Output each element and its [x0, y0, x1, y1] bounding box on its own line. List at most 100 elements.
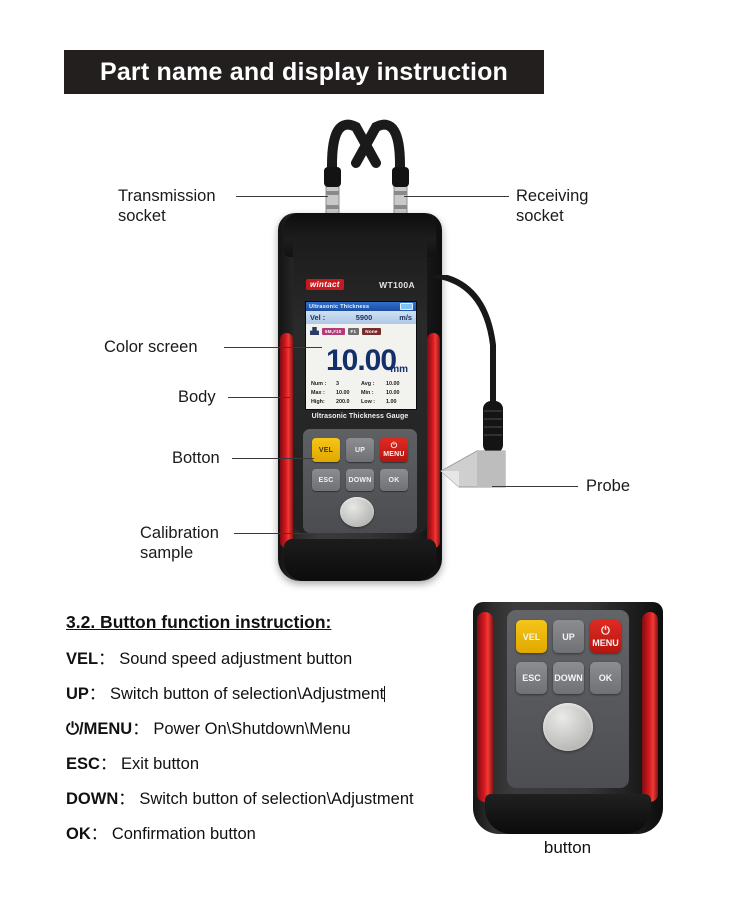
closeup-key-esc[interactable]: ESC: [516, 662, 547, 694]
device-grip-left: [280, 333, 293, 548]
stat-max: Max :: [311, 390, 325, 396]
callout-probe: Probe: [586, 477, 631, 495]
stat-low-value: 1.00: [386, 399, 397, 405]
stats-row: High: 200.0 Low : 1.00: [311, 398, 411, 407]
key-down[interactable]: DOWN: [346, 469, 374, 491]
page-title: Part name and display instruction: [99, 57, 509, 86]
device-keypad: VEL UP ⏻ MENU ESC DOWN OK: [303, 429, 417, 533]
text-cursor: [384, 686, 386, 702]
instruction-item-esc: ESC： Exit button: [66, 750, 466, 774]
key-up-label: UP: [354, 446, 366, 454]
stat-min: Min :: [361, 390, 374, 396]
keypad-closeup-panel: VEL UP ⏻ MENU ESC DOWN OK: [507, 610, 629, 788]
stat-high: High:: [311, 399, 325, 405]
callout-transmission-socket: Transmission socket: [118, 187, 216, 225]
instruction-sep: ：: [88, 685, 106, 703]
probe-icon: [310, 327, 319, 335]
status-badge: 5M,#10: [322, 327, 345, 335]
status-badge: None: [362, 327, 381, 335]
velocity-unit: m/s: [399, 313, 412, 322]
key-vel-label: VEL: [318, 446, 334, 454]
key-esc-label: ESC: [318, 476, 334, 484]
leader-color-screen: [224, 347, 322, 348]
stat-low: Low :: [361, 399, 376, 405]
keypad-closeup: VEL UP ⏻ MENU ESC DOWN OK button: [455, 602, 680, 857]
status-badge: F1: [347, 327, 360, 335]
screen-title: Ultrasonic Thickness: [309, 303, 370, 310]
status-badge-row: 5M,#10 F1 None: [306, 324, 416, 337]
keypad-closeup-grip-right: [642, 612, 658, 802]
measurement-value: 10.00: [325, 343, 397, 377]
keypad-closeup-caption: button: [543, 838, 592, 857]
closeup-key-ok-label: OK: [598, 673, 613, 683]
callout-receiving-socket: Receiving socket: [516, 187, 589, 225]
stats-row: Max : 10.00 Min : 10.00: [311, 389, 411, 398]
key-power-menu[interactable]: ⏻ MENU: [380, 438, 408, 462]
instruction-item-vel: VEL： Sound speed adjustment button: [66, 645, 466, 669]
stats-row: Num : 3 Avg : 10.00: [311, 380, 411, 389]
closeup-key-vel-label: VEL: [522, 631, 541, 642]
instruction-sep: ：: [98, 650, 115, 668]
measurement-unit: mm: [390, 364, 408, 375]
thickness-gauge-device: wintact WT100A Ultrasonic Thickness Vel …: [278, 213, 442, 581]
closeup-key-up-label: UP: [562, 631, 575, 642]
closeup-key-power-menu[interactable]: ⏻ MENU: [590, 620, 621, 653]
power-icon: ⏻: [601, 624, 610, 637]
button-function-instructions: 3.2. Button function instruction: VEL： S…: [66, 612, 466, 855]
instruction-item-ok: OK： Confirmation button: [66, 820, 466, 844]
instruction-item-power-menu: ⏻/MENU： Power On\Shutdown\Menu: [66, 715, 466, 739]
instruction-text: Confirmation button: [111, 825, 256, 843]
device-bottom-cap: [284, 539, 436, 581]
instruction-text: Switch button of selection\Adjustment: [110, 685, 385, 703]
brand-logo: wintact: [306, 279, 344, 290]
closeup-key-up[interactable]: UP: [553, 620, 584, 653]
device-grip-right: [427, 333, 440, 548]
key-menu-label: MENU: [383, 451, 405, 458]
instructions-heading: 3.2. Button function instruction:: [66, 612, 332, 632]
stat-high-value: 200.0: [336, 399, 350, 405]
stat-avg-value: 10.00: [386, 381, 400, 387]
leader-receiving-socket: [404, 196, 509, 197]
key-down-label: DOWN: [348, 476, 372, 484]
instruction-key: ESC: [66, 755, 100, 773]
instruction-item-down: DOWN： Switch button of selection\Adjustm…: [66, 785, 466, 809]
closeup-key-down[interactable]: DOWN: [553, 662, 584, 694]
instruction-text: Switch button of selection\Adjustment: [139, 790, 414, 808]
leader-body: [228, 397, 290, 398]
page-banner: Part name and display instruction: [64, 50, 544, 94]
key-up[interactable]: UP: [346, 438, 374, 462]
velocity-row: Vel : 5900 m/s: [306, 311, 416, 324]
model-number: WT100A: [379, 280, 415, 290]
statistics-block: Num : 3 Avg : 10.00 Max : 10.00 Min : 10…: [306, 380, 416, 407]
color-screen[interactable]: Ultrasonic Thickness Vel : 5900 m/s 5M,#…: [305, 301, 417, 410]
closeup-key-ok[interactable]: OK: [590, 662, 621, 694]
callout-botton: Botton: [172, 449, 220, 467]
instruction-sep: ：: [132, 720, 149, 738]
closeup-key-down-label: DOWN: [554, 673, 583, 683]
closeup-key-vel[interactable]: VEL: [516, 620, 547, 653]
keypad-closeup-bottom: [485, 794, 651, 834]
calibration-sample[interactable]: [340, 497, 374, 527]
key-esc[interactable]: ESC: [312, 469, 340, 491]
probe-cables-graphic: [324, 119, 409, 228]
brand-row: wintact WT100A: [293, 277, 427, 295]
instruction-key: VEL: [66, 650, 99, 668]
instruction-sep: ：: [118, 790, 135, 808]
battery-icon: [400, 303, 413, 310]
key-vel[interactable]: VEL: [312, 438, 340, 462]
measurement-area: 10.00: [306, 337, 416, 375]
leader-transmission-socket: [236, 196, 328, 197]
closeup-calibration-sample[interactable]: [543, 703, 593, 751]
instruction-key: DOWN: [66, 790, 119, 808]
key-ok[interactable]: OK: [380, 469, 408, 491]
device-caption: Ultrasonic Thickness Gauge: [311, 413, 409, 420]
key-ok-label: OK: [388, 476, 400, 484]
stat-num: Num :: [311, 381, 327, 387]
instruction-key: UP: [66, 685, 89, 703]
screen-title-bar: Ultrasonic Thickness: [306, 302, 416, 311]
device-front-face: wintact WT100A Ultrasonic Thickness Vel …: [293, 237, 427, 533]
leader-calibration-sample: [234, 533, 330, 534]
callout-body: Body: [178, 388, 216, 406]
leader-botton: [232, 458, 314, 459]
power-icon: ⏻: [390, 441, 398, 450]
